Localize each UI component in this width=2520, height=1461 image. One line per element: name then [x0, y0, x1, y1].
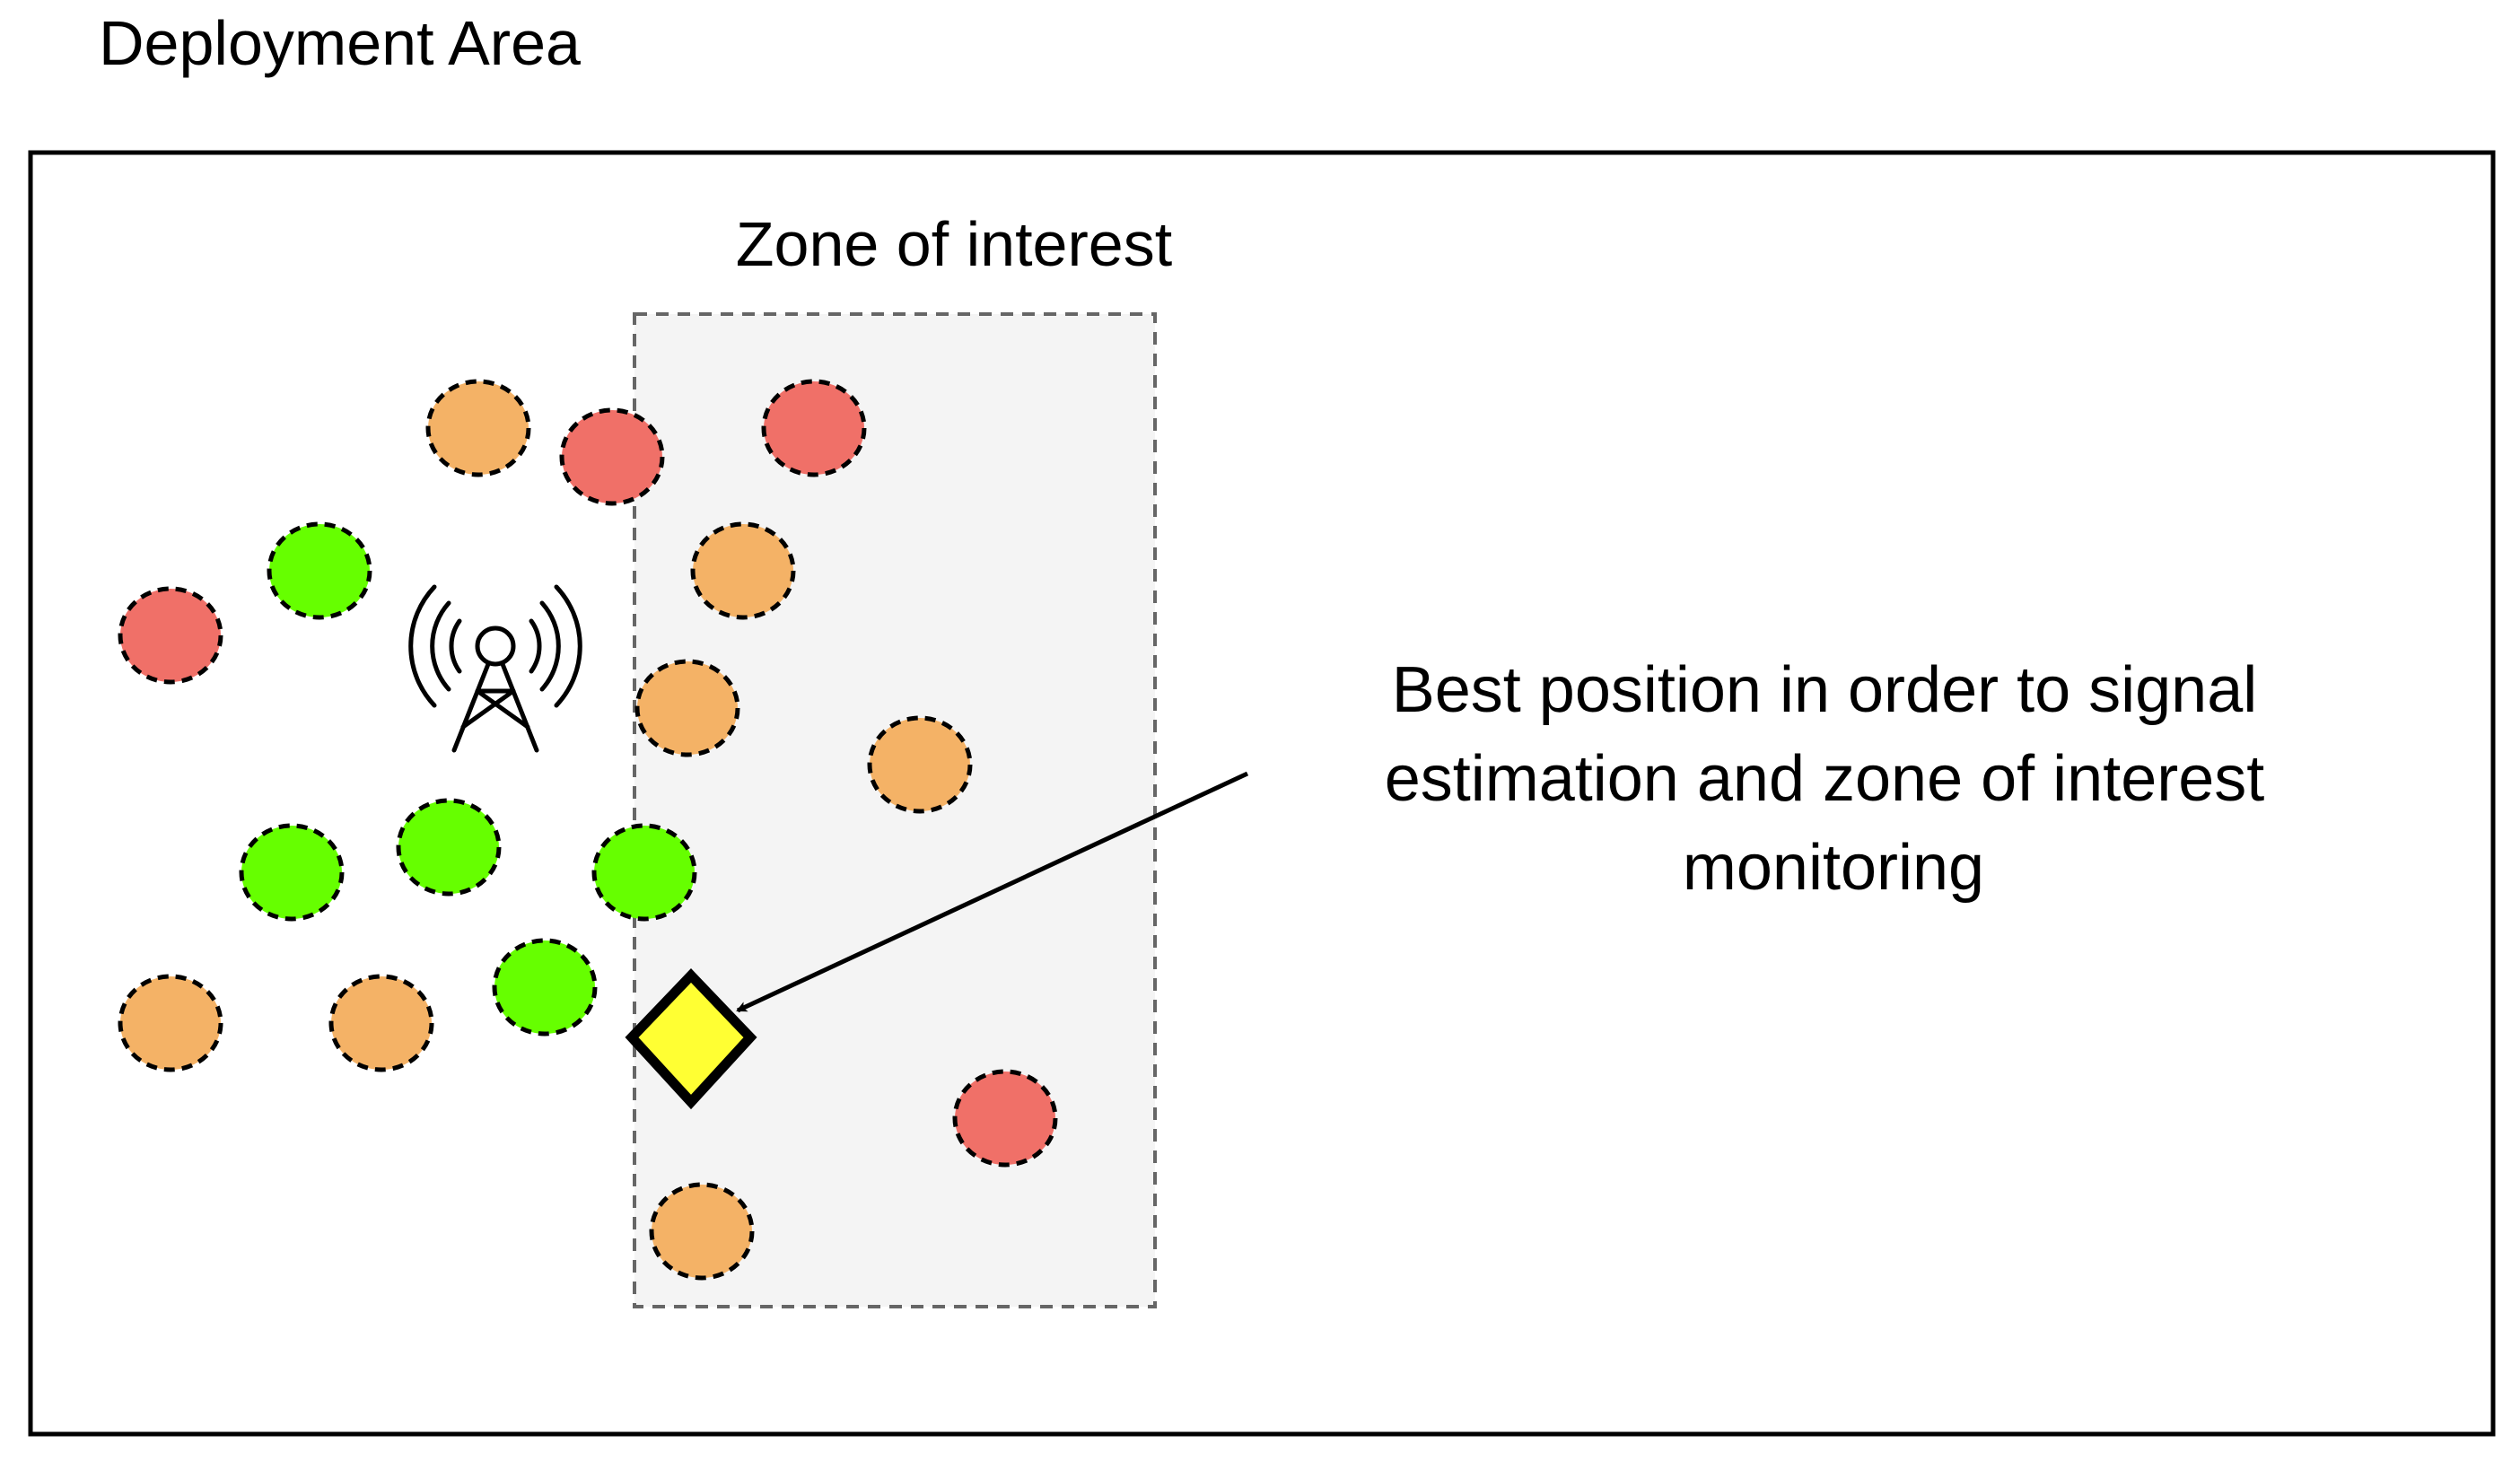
antenna-tower-icon [408, 584, 582, 753]
annotation-arrow [736, 771, 1249, 1013]
node-red-2 [559, 407, 665, 506]
node-orange-7 [634, 659, 740, 757]
annotation-line-3: monitoring [1683, 832, 1984, 904]
deployment-area-border [28, 150, 2496, 1437]
best-position-marker [625, 968, 757, 1110]
diagram-title: Deployment Area [99, 8, 581, 78]
node-green-9 [239, 823, 345, 922]
node-orange-12 [118, 974, 223, 1072]
node-green-10 [396, 798, 502, 897]
node-orange-16 [649, 1182, 755, 1281]
node-green-14 [492, 938, 598, 1037]
node-orange-13 [328, 974, 434, 1072]
zone-of-interest-label: Zone of interest [736, 209, 1172, 279]
node-red-3 [761, 379, 867, 477]
node-orange-8 [867, 715, 973, 814]
annotation-text: Best position in order to signal estimat… [1385, 654, 2283, 904]
sensor-nodes [118, 379, 1058, 1281]
zone-of-interest [633, 312, 1157, 1308]
annotation-line-1: Best position in order to signal [1392, 654, 2258, 726]
node-orange-1 [425, 379, 531, 477]
node-green-4 [267, 521, 372, 620]
node-green-11 [591, 823, 697, 922]
node-red-6 [118, 586, 223, 685]
annotation-line-2: estimation and zone of interest [1385, 743, 2265, 815]
node-orange-5 [690, 521, 796, 620]
node-red-15 [952, 1069, 1058, 1168]
